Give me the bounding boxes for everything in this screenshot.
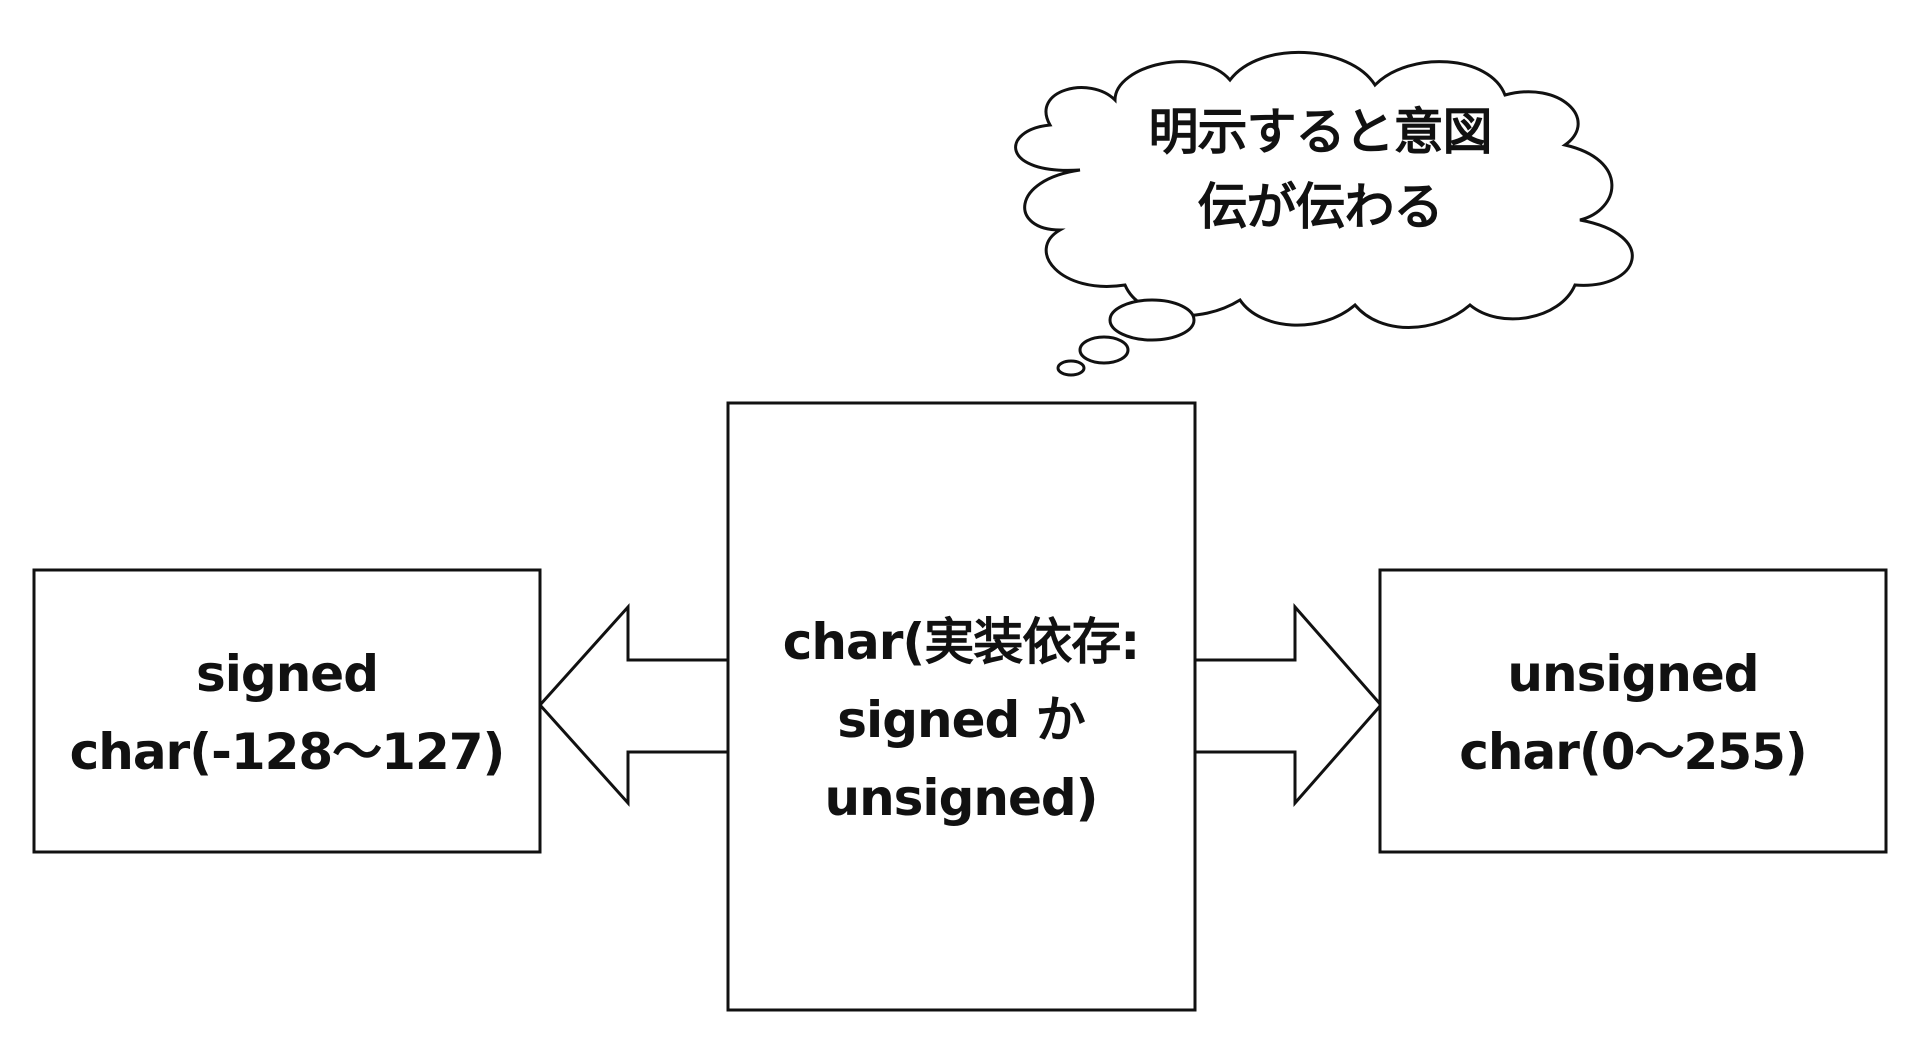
arrow-to-signed — [537, 603, 730, 807]
char-box-line-2: signed か — [837, 691, 1085, 749]
signed-char-line-2: char(-128〜127) — [69, 722, 506, 781]
char-box-text: char(実装依存: signed か unsigned) — [730, 560, 1192, 880]
unsigned-char-text: unsigned char(0〜255) — [1382, 575, 1884, 850]
thought-bubble-small — [1056, 359, 1086, 377]
thought-line-1: 明示すると意図 — [1148, 103, 1493, 161]
unsigned-char-line-1: unsigned — [1507, 644, 1759, 703]
signed-char-line-1: signed — [196, 644, 379, 703]
thought-bubble-large — [1108, 298, 1196, 342]
unsigned-char-line-2: char(0〜255) — [1459, 722, 1807, 781]
unsigned-char-box — [1378, 568, 1888, 854]
thought-text: 明示すると意図 伝が伝わる — [1080, 95, 1560, 245]
signed-char-box — [32, 568, 542, 854]
thought-line-2: 伝が伝わる — [1197, 178, 1444, 236]
arrow-to-unsigned — [1193, 603, 1383, 807]
char-box-line-3: unsigned) — [824, 769, 1098, 827]
signed-char-text: signed char(-128〜127) — [36, 575, 538, 850]
thought-bubble-medium — [1078, 335, 1130, 365]
char-box — [726, 401, 1197, 1012]
char-box-line-1: char(実装依存: — [782, 613, 1140, 671]
